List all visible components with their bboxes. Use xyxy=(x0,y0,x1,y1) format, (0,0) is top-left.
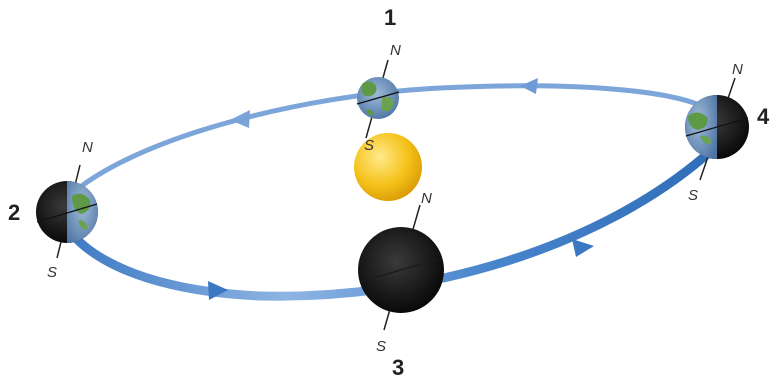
arrow-icon xyxy=(208,281,228,300)
position-label: 1 xyxy=(384,5,396,30)
north-pole-label: N xyxy=(732,61,743,78)
arrow-icon xyxy=(572,239,594,257)
position-label: 3 xyxy=(392,355,404,380)
earth-position-3: 3 N S xyxy=(358,190,444,380)
orbit-direction-arrows xyxy=(208,78,594,300)
earth-position-4: 4 N S xyxy=(685,61,770,204)
north-pole-label: N xyxy=(421,190,432,207)
north-pole-label: N xyxy=(390,42,401,59)
position-label: 2 xyxy=(8,200,20,225)
south-pole-label: S xyxy=(376,338,386,355)
south-pole-label: S xyxy=(47,264,57,281)
arrow-icon xyxy=(230,110,250,128)
north-pole-label: N xyxy=(82,139,93,156)
earth-position-2: 2 N S xyxy=(8,139,98,281)
arrow-icon xyxy=(520,78,538,94)
position-label: 4 xyxy=(757,104,770,129)
sun-icon xyxy=(354,133,422,201)
south-pole-label: S xyxy=(688,187,698,204)
south-pole-label: S xyxy=(364,137,374,154)
sun xyxy=(354,133,422,201)
earth-position-1: 1 N S xyxy=(356,5,401,154)
